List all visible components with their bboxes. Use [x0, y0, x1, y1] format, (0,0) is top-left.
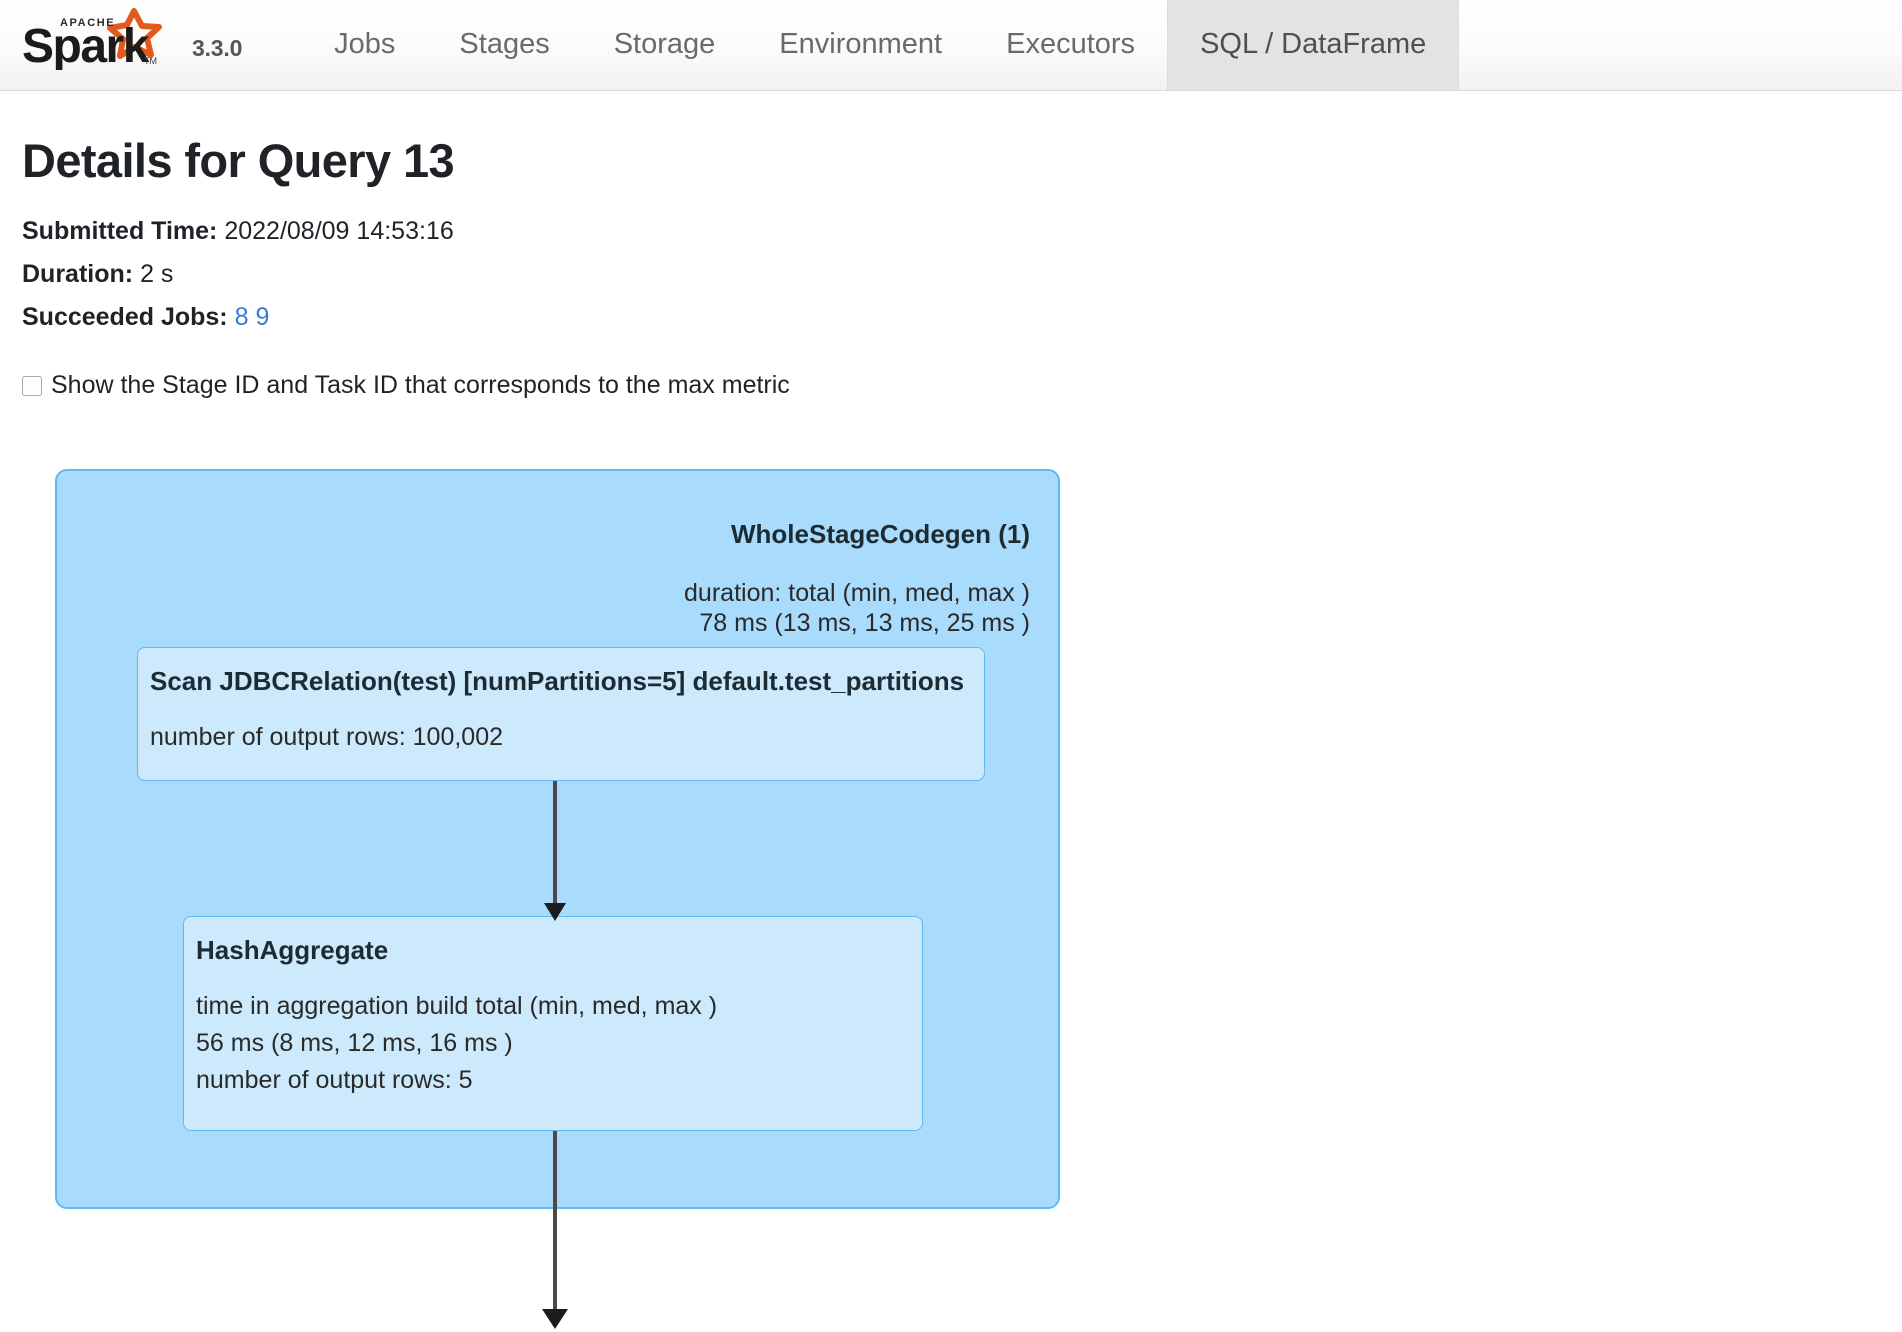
- top-navbar: APACHE Spark TM 3.3.0 Jobs Stages Storag…: [0, 0, 1902, 91]
- plan-node-hashaggregate-metrics: time in aggregation build total (min, me…: [184, 966, 922, 1113]
- succeeded-jobs-label: Succeeded Jobs:: [22, 303, 228, 331]
- plan-node-hashaggregate-metric-1: 56 ms (8 ms, 12 ms, 16 ms ): [196, 1029, 513, 1057]
- succeeded-job-link-8[interactable]: 8: [234, 303, 249, 331]
- plan-node-scan-metrics: number of output rows: 100,002: [138, 697, 984, 770]
- wholestagecodegen-header: WholeStageCodegen (1) duration: total (m…: [470, 519, 1030, 638]
- show-stage-task-id-row: Show the Stage ID and Task ID that corre…: [22, 371, 1902, 400]
- duration-value: 2 s: [140, 260, 174, 288]
- plan-node-scan-jdbcrelation[interactable]: Scan JDBCRelation(test) [numPartitions=5…: [137, 647, 985, 781]
- nav-tab-list: Jobs Stages Storage Environment Executor…: [302, 0, 1460, 90]
- nav-tab-jobs[interactable]: Jobs: [334, 28, 396, 60]
- page-content: Details for Query 13 Submitted Time: 202…: [0, 91, 1902, 400]
- submitted-time-value: 2022/08/09 14:53:16: [224, 217, 454, 245]
- svg-text:Spark: Spark: [22, 20, 150, 70]
- brand[interactable]: APACHE Spark TM 3.3.0: [0, 0, 242, 90]
- wholestagecodegen-title: WholeStageCodegen (1): [730, 519, 1030, 549]
- succeeded-jobs-row: Succeeded Jobs: 8 9: [22, 296, 1902, 339]
- wholestagecodegen-metric-line-1: duration: total (min, med, max ): [684, 579, 1030, 607]
- succeeded-job-link-9[interactable]: 9: [255, 303, 270, 331]
- show-stage-task-id-label: Show the Stage ID and Task ID that corre…: [51, 371, 790, 399]
- nav-tab-stages[interactable]: Stages: [459, 28, 550, 60]
- svg-text:APACHE: APACHE: [60, 17, 115, 29]
- submitted-time-label: Submitted Time:: [22, 217, 218, 245]
- svg-text:TM: TM: [144, 56, 157, 66]
- spark-logo-icon: APACHE Spark TM: [22, 8, 182, 70]
- plan-node-hashaggregate-title: HashAggregate: [196, 935, 389, 965]
- nav-tab-storage[interactable]: Storage: [613, 28, 716, 60]
- plan-node-hashaggregate-metric-0: time in aggregation build total (min, me…: [196, 992, 718, 1020]
- plan-node-scan-metric-0: number of output rows: 100,002: [150, 723, 504, 751]
- page-title: Details for Query 13: [22, 134, 455, 187]
- wholestagecodegen-metric-line-2: 78 ms (13 ms, 13 ms, 25 ms ): [699, 609, 1030, 637]
- duration-row: Duration: 2 s: [22, 253, 1902, 296]
- plan-node-scan-title: Scan JDBCRelation(test) [numPartitions=5…: [150, 666, 965, 696]
- nav-tab-sql-dataframe[interactable]: SQL / DataFrame: [1167, 0, 1460, 90]
- plan-node-hashaggregate[interactable]: HashAggregate time in aggregation build …: [183, 916, 923, 1131]
- show-stage-task-id-checkbox[interactable]: [22, 375, 42, 396]
- submitted-time-row: Submitted Time: 2022/08/09 14:53:16: [22, 210, 1902, 253]
- nav-tab-executors[interactable]: Executors: [1006, 28, 1136, 60]
- duration-label: Duration:: [22, 260, 134, 288]
- nav-tab-environment[interactable]: Environment: [779, 28, 943, 60]
- sql-plan-graph: WholeStageCodegen (1) duration: total (m…: [55, 469, 1060, 1209]
- spark-version-label: 3.3.0: [192, 35, 243, 61]
- plan-node-hashaggregate-metric-2: number of output rows: 5: [196, 1066, 473, 1094]
